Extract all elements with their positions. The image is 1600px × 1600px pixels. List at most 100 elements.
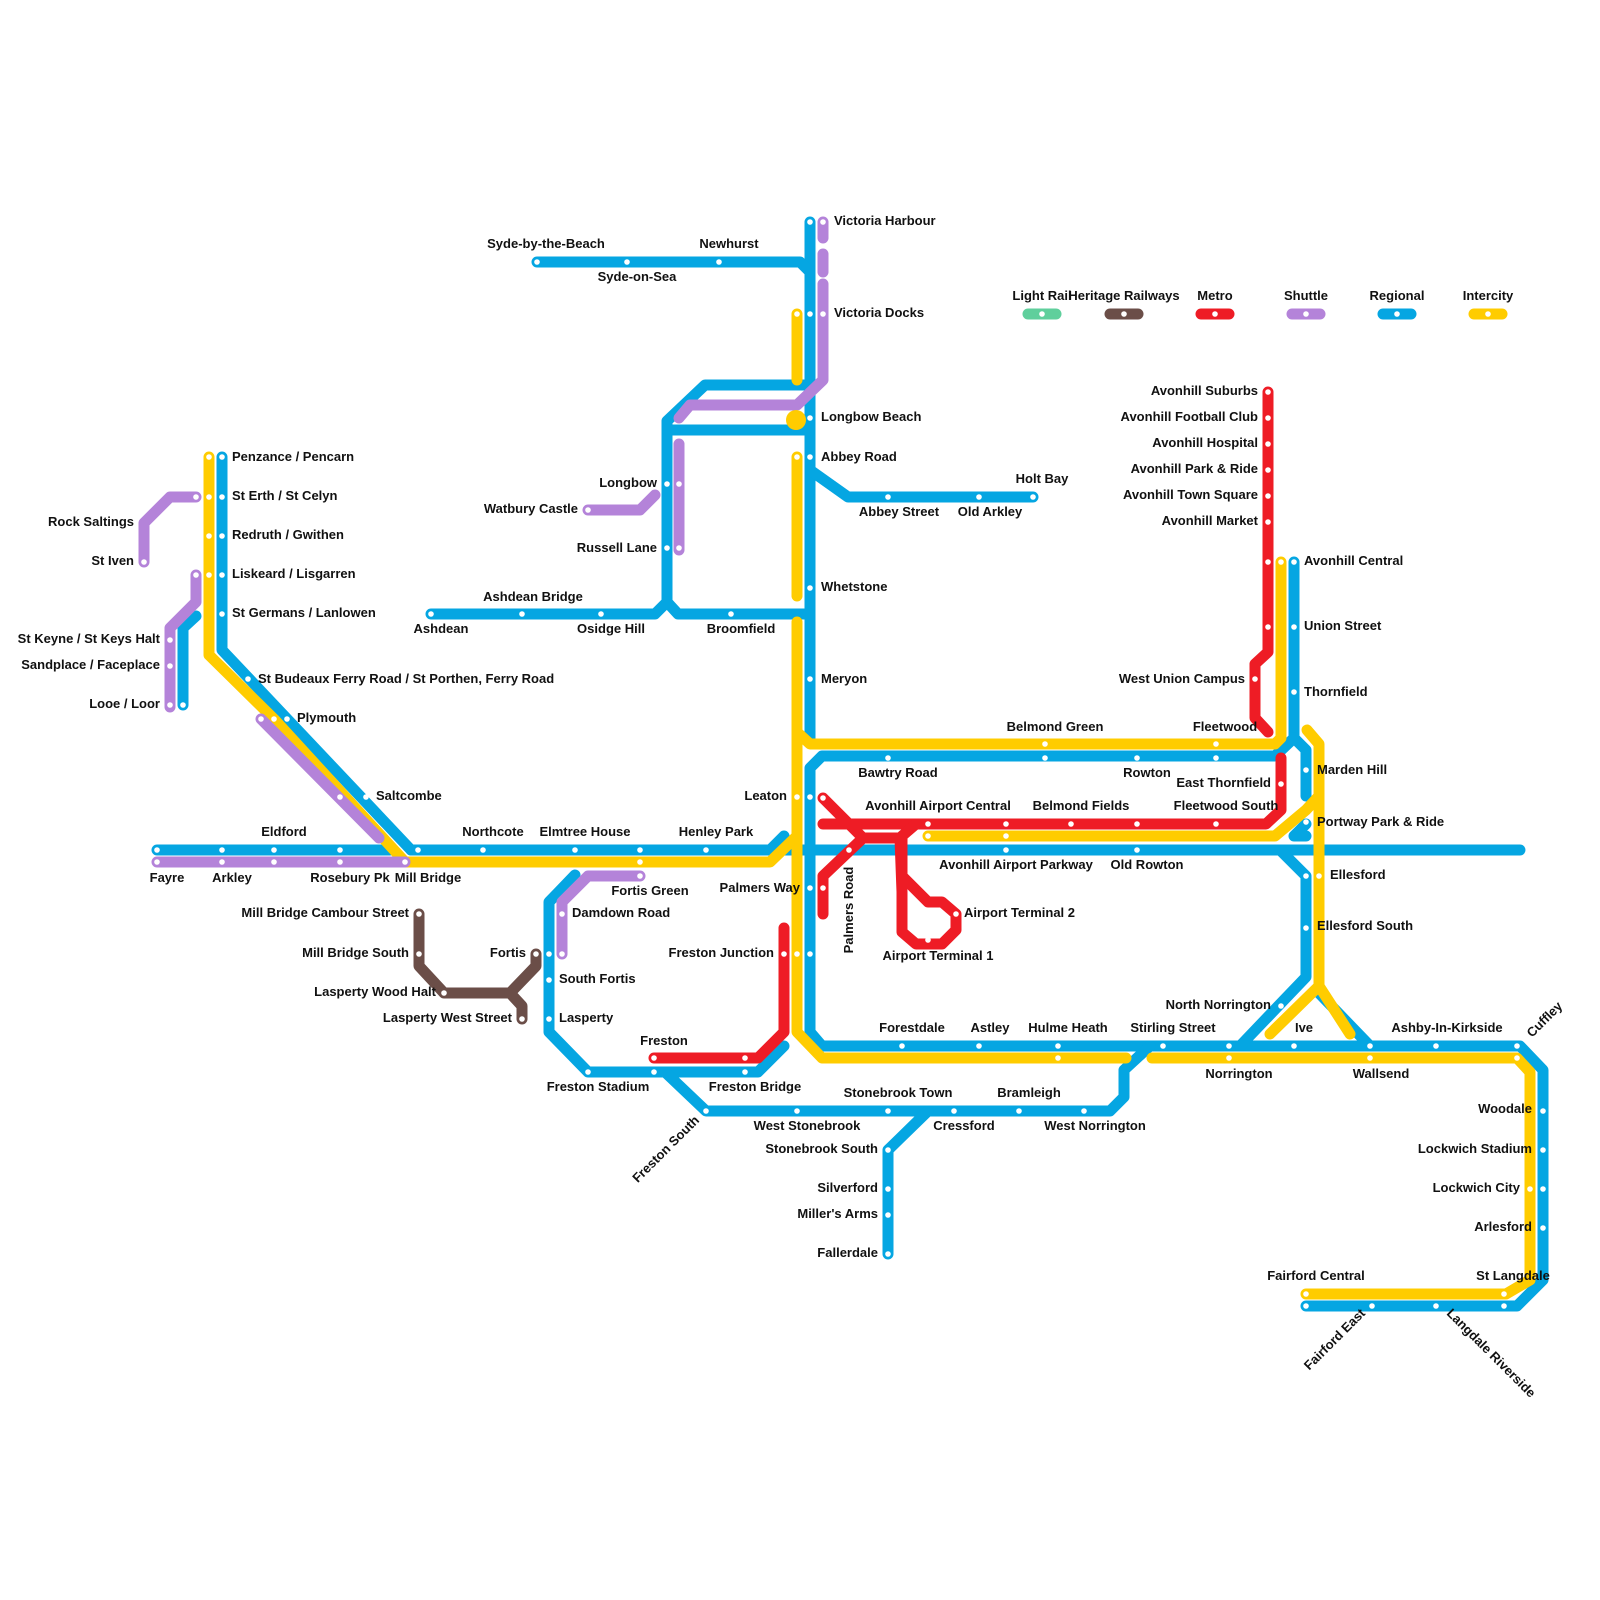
station-marker[interactable]: [976, 1043, 982, 1049]
station-marker[interactable]: [598, 611, 604, 617]
station-marker[interactable]: [651, 1069, 657, 1075]
station-marker[interactable]: [416, 911, 422, 917]
station-marker[interactable]: [742, 1069, 748, 1075]
station-marker[interactable]: [1303, 873, 1309, 879]
station-marker[interactable]: [637, 873, 643, 879]
station-marker[interactable]: [703, 1108, 709, 1114]
station-marker[interactable]: [1265, 624, 1271, 630]
station-marker[interactable]: [1540, 1225, 1546, 1231]
station-marker[interactable]: [1433, 1303, 1439, 1309]
station-marker[interactable]: [676, 481, 682, 487]
station-marker[interactable]: [1265, 389, 1271, 395]
station-marker[interactable]: [533, 951, 539, 957]
station-marker[interactable]: [585, 1069, 591, 1075]
station-marker[interactable]: [1003, 833, 1009, 839]
station-marker[interactable]: [219, 454, 225, 460]
station-marker[interactable]: [1042, 741, 1048, 747]
station-marker[interactable]: [337, 794, 343, 800]
station-marker[interactable]: [1367, 1043, 1373, 1049]
station-marker[interactable]: [1226, 1043, 1232, 1049]
station-marker[interactable]: [415, 847, 421, 853]
station-marker[interactable]: [1055, 1043, 1061, 1049]
station-marker[interactable]: [534, 259, 540, 265]
station-marker[interactable]: [807, 585, 813, 591]
station-marker[interactable]: [206, 533, 212, 539]
station-marker[interactable]: [794, 454, 800, 460]
station-marker[interactable]: [1265, 415, 1271, 421]
station-marker[interactable]: [703, 847, 709, 853]
station-marker[interactable]: [219, 533, 225, 539]
station-marker[interactable]: [206, 572, 212, 578]
station-marker[interactable]: [337, 859, 343, 865]
station-marker[interactable]: [925, 833, 931, 839]
station-marker[interactable]: [219, 572, 225, 578]
station-marker[interactable]: [363, 794, 369, 800]
station-marker[interactable]: [1003, 821, 1009, 827]
station-marker[interactable]: [1540, 1147, 1546, 1153]
station-marker[interactable]: [1540, 1108, 1546, 1114]
station-marker[interactable]: [154, 847, 160, 853]
station-marker[interactable]: [193, 494, 199, 500]
station-marker[interactable]: [794, 951, 800, 957]
station-marker[interactable]: [1303, 767, 1309, 773]
station-marker[interactable]: [1303, 819, 1309, 825]
station-marker[interactable]: [664, 481, 670, 487]
station-marker[interactable]: [219, 847, 225, 853]
station-marker[interactable]: [1433, 1043, 1439, 1049]
station-marker[interactable]: [1213, 821, 1219, 827]
station-marker[interactable]: [1265, 493, 1271, 499]
station-marker[interactable]: [1291, 559, 1297, 565]
station-marker[interactable]: [1265, 559, 1271, 565]
station-marker[interactable]: [885, 1147, 891, 1153]
station-marker[interactable]: [585, 507, 591, 513]
station-marker[interactable]: [206, 454, 212, 460]
station-marker[interactable]: [807, 885, 813, 891]
station-marker[interactable]: [1291, 689, 1297, 695]
station-marker[interactable]: [807, 676, 813, 682]
station-marker[interactable]: [167, 637, 173, 643]
station-marker[interactable]: [1303, 1303, 1309, 1309]
station-marker[interactable]: [925, 821, 931, 827]
station-marker[interactable]: [781, 951, 787, 957]
station-marker[interactable]: [219, 494, 225, 500]
station-marker[interactable]: [1213, 741, 1219, 747]
station-marker[interactable]: [716, 259, 722, 265]
station-marker[interactable]: [1303, 925, 1309, 931]
station-marker[interactable]: [794, 311, 800, 317]
station-marker[interactable]: [807, 794, 813, 800]
station-marker[interactable]: [794, 794, 800, 800]
station-marker[interactable]: [885, 1186, 891, 1192]
station-marker[interactable]: [1252, 676, 1258, 682]
station-marker[interactable]: [1160, 1043, 1166, 1049]
station-marker[interactable]: [807, 415, 813, 421]
station-marker[interactable]: [820, 885, 826, 891]
station-marker[interactable]: [820, 219, 826, 225]
station-marker[interactable]: [559, 951, 565, 957]
station-marker[interactable]: [271, 716, 277, 722]
station-marker[interactable]: [1265, 519, 1271, 525]
station-marker[interactable]: [953, 911, 959, 917]
station-marker[interactable]: [885, 494, 891, 500]
station-marker[interactable]: [1134, 821, 1140, 827]
station-marker[interactable]: [1265, 467, 1271, 473]
station-marker[interactable]: [219, 859, 225, 865]
station-marker[interactable]: [1501, 1291, 1507, 1297]
station-marker[interactable]: [1501, 1303, 1507, 1309]
station-marker[interactable]: [402, 859, 408, 865]
station-marker[interactable]: [1303, 1291, 1309, 1297]
station-marker[interactable]: [416, 951, 422, 957]
station-marker[interactable]: [676, 545, 682, 551]
station-marker[interactable]: [637, 859, 643, 865]
station-marker[interactable]: [1003, 847, 1009, 853]
station-marker[interactable]: [1367, 1055, 1373, 1061]
station-marker[interactable]: [480, 847, 486, 853]
station-marker[interactable]: [742, 1055, 748, 1061]
station-marker[interactable]: [728, 611, 734, 617]
station-marker[interactable]: [284, 716, 290, 722]
station-marker[interactable]: [1213, 755, 1219, 761]
station-marker[interactable]: [219, 611, 225, 617]
station-marker[interactable]: [794, 1108, 800, 1114]
station-marker[interactable]: [925, 937, 931, 943]
station-marker[interactable]: [664, 545, 670, 551]
station-marker[interactable]: [519, 1016, 525, 1022]
